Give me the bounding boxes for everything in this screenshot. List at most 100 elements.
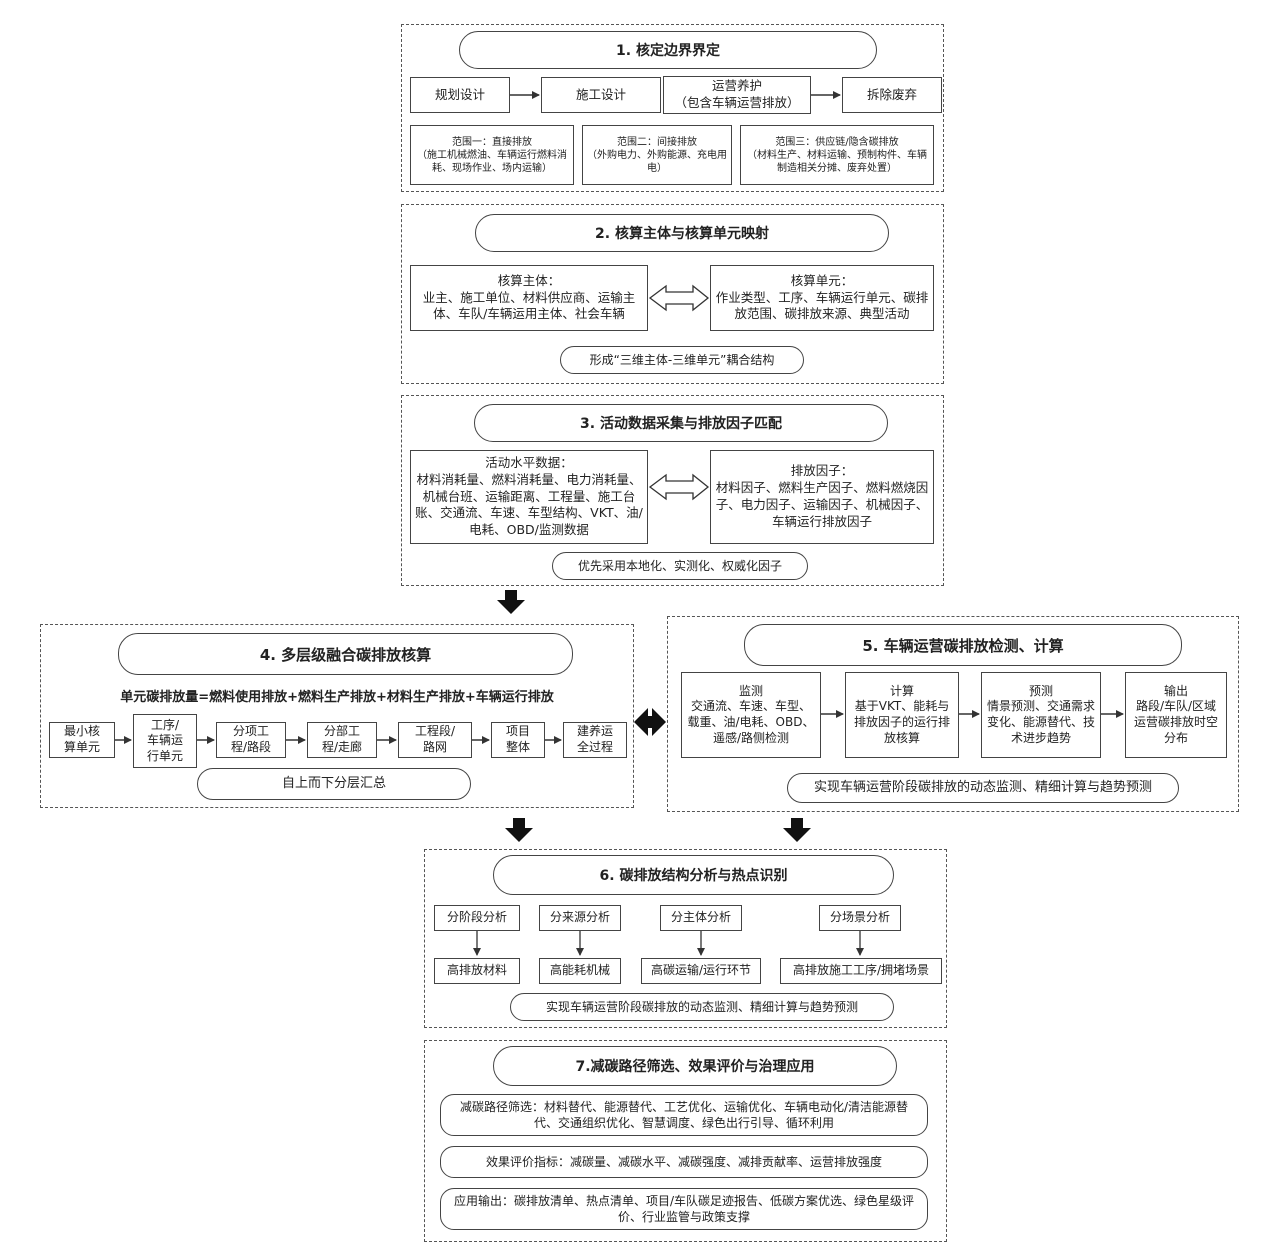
section6-title: 6. 碳排放结构分析与热点识别 <box>493 855 894 895</box>
stage-operation-sub: （包含车辆运营排放） <box>674 95 800 110</box>
stage-planning: 规划设计 <box>410 77 510 113</box>
step-monitor-head: 监测 <box>738 683 763 698</box>
chain-project-l1: 项目 <box>505 724 530 739</box>
stage-construction-design-label: 施工设计 <box>575 86 626 102</box>
step-predict-head: 预测 <box>1028 683 1053 698</box>
activity-data-box: 活动水平数据： 材料消耗量、燃料消耗量、电力消耗量、机械台班、运输距离、工程量、… <box>410 450 648 544</box>
analysis-by-scenario: 分场景分析 <box>819 905 901 931</box>
section-mapping <box>401 204 944 384</box>
activity-data-head: 活动水平数据： <box>485 454 573 470</box>
chain-sub-item-l2: 程/路段 <box>230 740 272 754</box>
chain-process-unit-l3: 行单元 <box>146 748 183 763</box>
emission-factor-box: 排放因子： 材料因子、燃料生产因子、燃料燃烧因子、电力因子、运输因子、机械因子、… <box>710 450 934 544</box>
section5-note: 实现车辆运营阶段碳排放的动态监测、精细计算与趋势预测 <box>787 773 1179 803</box>
stage-demolition: 拆除废弃 <box>842 77 942 113</box>
chain-road-network: 工程段/ 路网 <box>398 722 472 758</box>
stage-operation: 运营养护 （包含车辆运营排放） <box>663 76 811 114</box>
stage-operation-label: 运营养护 <box>711 78 762 94</box>
down-arrow-s4-s6 <box>505 818 533 842</box>
double-arrow-data-factor <box>648 473 710 501</box>
section2-title: 2. 核算主体与核算单元映射 <box>475 214 889 252</box>
application-output-item: 应用输出：碳排放清单、热点清单、项目/车队碳足迹报告、低碳方案优选、绿色星级评价… <box>440 1188 928 1230</box>
section5-title: 5. 车辆运营碳排放检测、计算 <box>744 624 1182 666</box>
hotspot-machinery: 高能耗机械 <box>539 958 621 984</box>
section7-title: 7.减碳路径筛选、效果评价与治理应用 <box>493 1046 897 1086</box>
scope-three-body: （材料生产、材料运输、预制构件、车辆制造相关分摊、废弃处置） <box>747 149 927 174</box>
chain-process-unit-l1: 工序/ <box>150 717 180 732</box>
step-calculate: 计算 基于VKT、能耗与排放因子的运行排放核算 <box>845 672 959 758</box>
chain-sub-item-l1: 分项工 <box>232 724 269 739</box>
analysis-by-subject: 分主体分析 <box>660 905 742 931</box>
chain-full-process-l1: 建养运 <box>576 724 613 739</box>
accounting-subject-body: 业主、施工单位、材料供应商、运输主体、车队/车辆运用主体、社会车辆 <box>422 289 636 322</box>
chain-process-unit-l2: 车辆运 <box>146 733 183 748</box>
chain-road-network-l2: 路网 <box>422 740 447 754</box>
section4-title: 4. 多层级融合碳排放核算 <box>118 633 573 675</box>
scope-three: 范围三：供应链/隐含碳排放 （材料生产、材料运输、预制构件、车辆制造相关分摊、废… <box>740 125 934 185</box>
chain-project-l2: 整体 <box>505 740 530 754</box>
double-arrow-subject-unit <box>648 284 710 312</box>
hotspot-materials: 高排放材料 <box>434 958 520 984</box>
section3-note: 优先采用本地化、实测化、权威化因子 <box>552 552 808 580</box>
emission-factor-head: 排放因子： <box>790 463 854 479</box>
step-monitor-body: 交通流、车速、车型、载重、油/电耗、OBD、遥感/路侧检测 <box>687 699 815 745</box>
step-predict-body: 情景预测、交通需求变化、能源替代、技术进步趋势 <box>987 699 1096 745</box>
hotspot-transport: 高碳运输/运行环节 <box>641 958 761 984</box>
accounting-subject-box: 核算主体： 业主、施工单位、材料供应商、运输主体、车队/车辆运用主体、社会车辆 <box>410 265 648 331</box>
step-output: 输出 路段/车队/区域运营碳排放时空分布 <box>1125 672 1227 758</box>
unit-emission-formula: 单元碳排放量=燃料使用排放+燃料生产排放+材料生产排放+车辆运行排放 <box>120 690 554 705</box>
chain-minimal-unit-l2: 算单元 <box>63 740 100 754</box>
chain-sub-item: 分项工 程/路段 <box>216 722 286 758</box>
chain-full-process-l2: 全过程 <box>576 740 613 754</box>
section-hotspot <box>424 849 947 1028</box>
chain-minimal-unit: 最小核 算单元 <box>49 722 115 758</box>
chain-process-unit: 工序/ 车辆运 行单元 <box>133 714 197 768</box>
section6-note: 实现车辆运营阶段碳排放的动态监测、精细计算与趋势预测 <box>510 993 894 1021</box>
activity-data-body: 材料消耗量、燃料消耗量、电力消耗量、机械台班、运输距离、工程量、施工台账、交通流… <box>415 471 643 538</box>
chain-road-network-l1: 工程段/ <box>414 724 456 739</box>
double-arrow-s4-s5 <box>634 708 666 736</box>
step-output-head: 输出 <box>1163 683 1188 698</box>
section-vehicle-operation <box>667 616 1239 812</box>
chain-project: 项目 整体 <box>491 722 545 758</box>
analysis-by-source: 分来源分析 <box>539 905 621 931</box>
section1-title: 1. 核定边界界定 <box>459 31 877 69</box>
evaluation-indicator-item: 效果评价指标：减碳量、减碳水平、减碳强度、减排贡献率、运营排放强度 <box>440 1146 928 1178</box>
accounting-subject-head: 核算主体： <box>497 272 561 288</box>
step-calculate-head: 计算 <box>889 683 914 698</box>
chain-division-l1: 分部工 <box>323 724 360 739</box>
scope-one: 范围一：直接排放 （施工机械燃油、车辆运行燃料消耗、现场作业、场内运输） <box>410 125 574 185</box>
scope-two-head: 范围二：间接排放 <box>617 136 697 148</box>
section2-note: 形成“三维主体-三维单元”耦合结构 <box>560 346 804 374</box>
accounting-unit-body: 作业类型、工序、车辆运行单元、碳排放范围、碳排放来源、典型活动 <box>715 289 929 322</box>
section4-note: 自上而下分层汇总 <box>197 768 471 800</box>
section-activity-data <box>401 395 944 586</box>
reduction-pathway-item: 减碳路径筛选：材料替代、能源替代、工艺优化、运输优化、车辆电动化/清洁能源替代、… <box>440 1094 928 1136</box>
section-reduction <box>424 1040 947 1242</box>
step-monitor: 监测 交通流、车速、车型、载重、油/电耗、OBD、遥感/路侧检测 <box>681 672 821 758</box>
section3-title: 3. 活动数据采集与排放因子匹配 <box>474 404 888 442</box>
section-multilevel <box>40 624 634 808</box>
analysis-by-stage: 分阶段分析 <box>434 905 520 931</box>
step-predict: 预测 情景预测、交通需求变化、能源替代、技术进步趋势 <box>981 672 1101 758</box>
scope-one-body: （施工机械燃油、车辆运行燃料消耗、现场作业、场内运输） <box>417 149 567 174</box>
accounting-unit-box: 核算单元： 作业类型、工序、车辆运行单元、碳排放范围、碳排放来源、典型活动 <box>710 265 934 331</box>
emission-factor-body: 材料因子、燃料生产因子、燃料燃烧因子、电力因子、运输因子、机械因子、车辆运行排放… <box>715 480 929 529</box>
stage-construction-design: 施工设计 <box>541 77 661 113</box>
section-boundary <box>401 24 944 192</box>
step-calculate-body: 基于VKT、能耗与排放因子的运行排放核算 <box>853 699 950 745</box>
scope-two-body: （外购电力、外购能源、充电用电） <box>587 149 727 174</box>
down-arrow-to-section4 <box>497 590 525 614</box>
accounting-unit-head: 核算单元： <box>790 272 854 288</box>
step-output-body: 路段/车队/区域运营碳排放时空分布 <box>1133 699 1218 745</box>
chain-minimal-unit-l1: 最小核 <box>63 724 100 739</box>
hotspot-scenario: 高排放施工工序/拥堵场景 <box>780 958 942 984</box>
down-arrow-s5-s6 <box>783 818 811 842</box>
scope-one-head: 范围一：直接排放 <box>452 136 532 148</box>
chain-division-l2: 程/走廊 <box>321 740 363 754</box>
chain-full-process: 建养运 全过程 <box>563 722 627 758</box>
chain-division: 分部工 程/走廊 <box>307 722 377 758</box>
scope-three-head: 范围三：供应链/隐含碳排放 <box>775 136 899 148</box>
scope-two: 范围二：间接排放 （外购电力、外购能源、充电用电） <box>582 125 732 185</box>
